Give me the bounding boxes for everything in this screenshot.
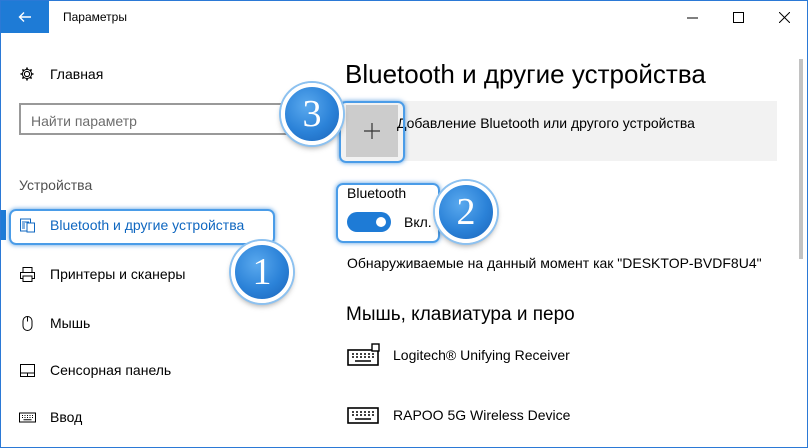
keyboard-icon [19, 409, 36, 426]
maximize-icon [732, 11, 744, 23]
sidebar-item-home[interactable]: Главная [19, 64, 103, 84]
bluetooth-label: Bluetooth [347, 185, 407, 201]
maximize-button[interactable] [715, 1, 761, 33]
badge-3: 3 [281, 83, 343, 145]
device-name: RAPOO 5G Wireless Device [393, 407, 571, 423]
sidebar-item-label: Главная [50, 66, 104, 82]
discoverable-text: Обнаруживаемые на данный момент как "DES… [347, 255, 762, 271]
sidebar-item-printers[interactable]: Принтеры и сканеры [19, 263, 185, 285]
search-input[interactable]: Найти параметр [19, 103, 291, 135]
sidebar-item-touchpad[interactable]: Сенсорная панель [19, 359, 171, 381]
minimize-button[interactable] [669, 1, 715, 33]
page-title: Bluetooth и другие устройства [345, 59, 706, 89]
touchpad-icon [19, 362, 36, 379]
keyboard-icon [347, 343, 380, 366]
mouse-icon [19, 315, 36, 332]
sidebar-item-typing[interactable]: Ввод [19, 406, 82, 428]
sidebar-item-mouse[interactable]: Мышь [19, 312, 90, 334]
badge-1: 1 [231, 241, 293, 303]
toggle-state-label: Вкл. [404, 214, 432, 230]
gear-icon [20, 67, 34, 81]
sidebar-item-label: Мышь [50, 315, 91, 331]
device-name: Logitech® Unifying Receiver [393, 347, 570, 363]
device-logitech[interactable]: Logitech® Unifying Receiver [347, 341, 570, 369]
window-title: Параметры [63, 10, 127, 24]
search-placeholder: Найти параметр [31, 113, 137, 129]
bluetooth-toggle[interactable] [347, 212, 391, 232]
back-button[interactable] [1, 1, 49, 33]
device-rapoo[interactable]: RAPOO 5G Wireless Device [347, 401, 570, 429]
section-heading: Мышь, клавиатура и перо [346, 304, 575, 325]
plus-icon [364, 123, 380, 139]
add-device-label: Добавление Bluetooth или другого устройс… [397, 115, 695, 131]
sidebar-item-label: Bluetooth и другие устройства [50, 217, 245, 233]
sidebar-item-bluetooth[interactable]: Bluetooth и другие устройства [19, 214, 244, 236]
highlight-add-device [339, 101, 405, 163]
scrollbar[interactable] [799, 59, 803, 259]
highlight-bluetooth-nav [9, 209, 275, 245]
printer-icon [19, 266, 36, 283]
sidebar-section-title: Устройства [19, 177, 93, 193]
sidebar-item-label: Сенсорная панель [50, 362, 172, 378]
sidebar-item-label: Ввод [50, 409, 83, 425]
close-icon [778, 11, 790, 23]
title-bar: Параметры [1, 1, 807, 33]
keyboard-icon [347, 407, 379, 424]
highlight-bluetooth-toggle [336, 183, 440, 243]
bluetooth-devices-icon [19, 217, 36, 234]
close-button[interactable] [761, 1, 807, 33]
minimize-icon [686, 17, 698, 18]
toggle-knob [376, 217, 386, 227]
add-device-button[interactable] [346, 105, 398, 157]
active-indicator [1, 210, 6, 240]
badge-2: 2 [435, 181, 497, 243]
sidebar-item-label: Принтеры и сканеры [50, 266, 186, 282]
arrow-left-icon [18, 12, 31, 22]
add-device-row[interactable] [337, 101, 777, 161]
